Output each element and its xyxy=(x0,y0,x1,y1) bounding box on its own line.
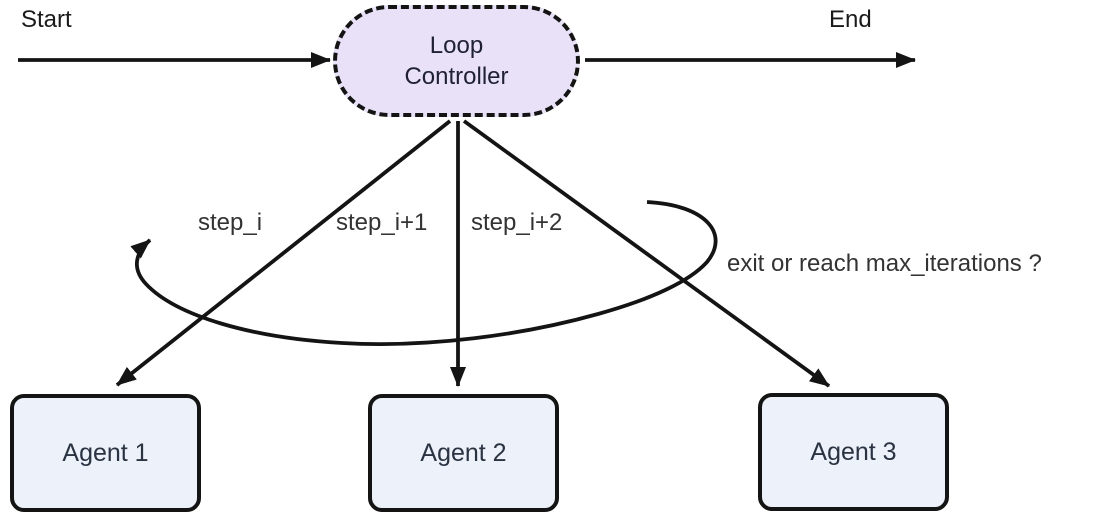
agent-2-label: Agent 2 xyxy=(420,438,507,467)
edge-label-step-i: step_i xyxy=(198,209,263,236)
agent-3-node: Agent 3 xyxy=(758,393,949,511)
loop-condition-label: exit or reach max_iterations ? xyxy=(727,250,1042,277)
start-label: Start xyxy=(21,6,72,33)
edge-step-i-arrow xyxy=(115,119,452,387)
loop-controller-node: Loop Controller xyxy=(333,5,580,117)
edge-label-step-i2: step_i+2 xyxy=(471,209,563,236)
agent-3-label: Agent 3 xyxy=(810,437,897,466)
edge-label-step-i1: step_i+1 xyxy=(336,209,428,236)
agent-1-node: Agent 1 xyxy=(10,394,201,512)
end-label: End xyxy=(829,6,872,33)
loop-controller-label: Loop Controller xyxy=(404,32,509,90)
agent-2-node: Agent 2 xyxy=(368,394,559,512)
agent-1-label: Agent 1 xyxy=(62,438,149,467)
